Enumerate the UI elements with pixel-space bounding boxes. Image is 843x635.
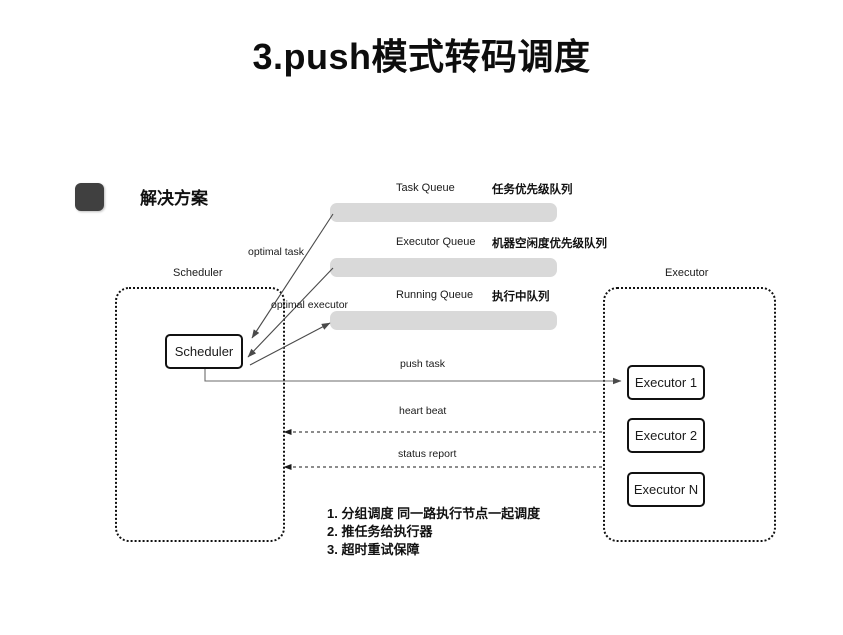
executor-node-1[interactable]: Executor 1 [627,365,705,400]
edge-label-heart-beat: heart beat [399,405,447,417]
note-item-3: 3. 超时重试保障 [327,542,420,557]
executor-queue-label-cn: 机器空闲度优先级队列 [492,238,607,250]
scheduler-group-caption: Scheduler [173,267,223,279]
task-queue-label-cn: 任务优先级队列 [492,184,573,196]
running-queue-label-cn: 执行中队列 [492,291,550,303]
executor-group-caption: Executor [665,267,709,279]
page-title: 3.push模式转码调度 [252,36,591,77]
section-bullet-icon [75,183,104,211]
executor-queue-label-en: Executor Queue [396,236,476,248]
scheduler-group-container [115,287,285,542]
executor-node-2[interactable]: Executor 2 [627,418,705,453]
task-queue-bar [330,203,557,222]
executor-queue-bar [330,258,557,277]
edge-label-optimal-executor: optimal executor [271,299,349,311]
section-label: 解决方案 [140,189,208,208]
edge-label-push-task: push task [400,358,445,370]
note-item-2: 2. 推任务给执行器 [327,524,433,539]
executor-node-3[interactable]: Executor N [627,472,705,507]
notes-list: 1. 分组调度 同一路执行节点一起调度 2. 推任务给执行器 3. 超时重试保障 [327,505,540,559]
task-queue-label-en: Task Queue [396,182,455,194]
executor-group-container [603,287,776,542]
edge-label-optimal-task: optimal task [248,246,305,258]
edge-label-status-report: status report [398,448,457,460]
note-item-1: 1. 分组调度 同一路执行节点一起调度 [327,506,541,521]
running-queue-label-en: Running Queue [396,289,474,301]
running-queue-bar [330,311,557,330]
scheduler-node[interactable]: Scheduler [165,334,243,369]
